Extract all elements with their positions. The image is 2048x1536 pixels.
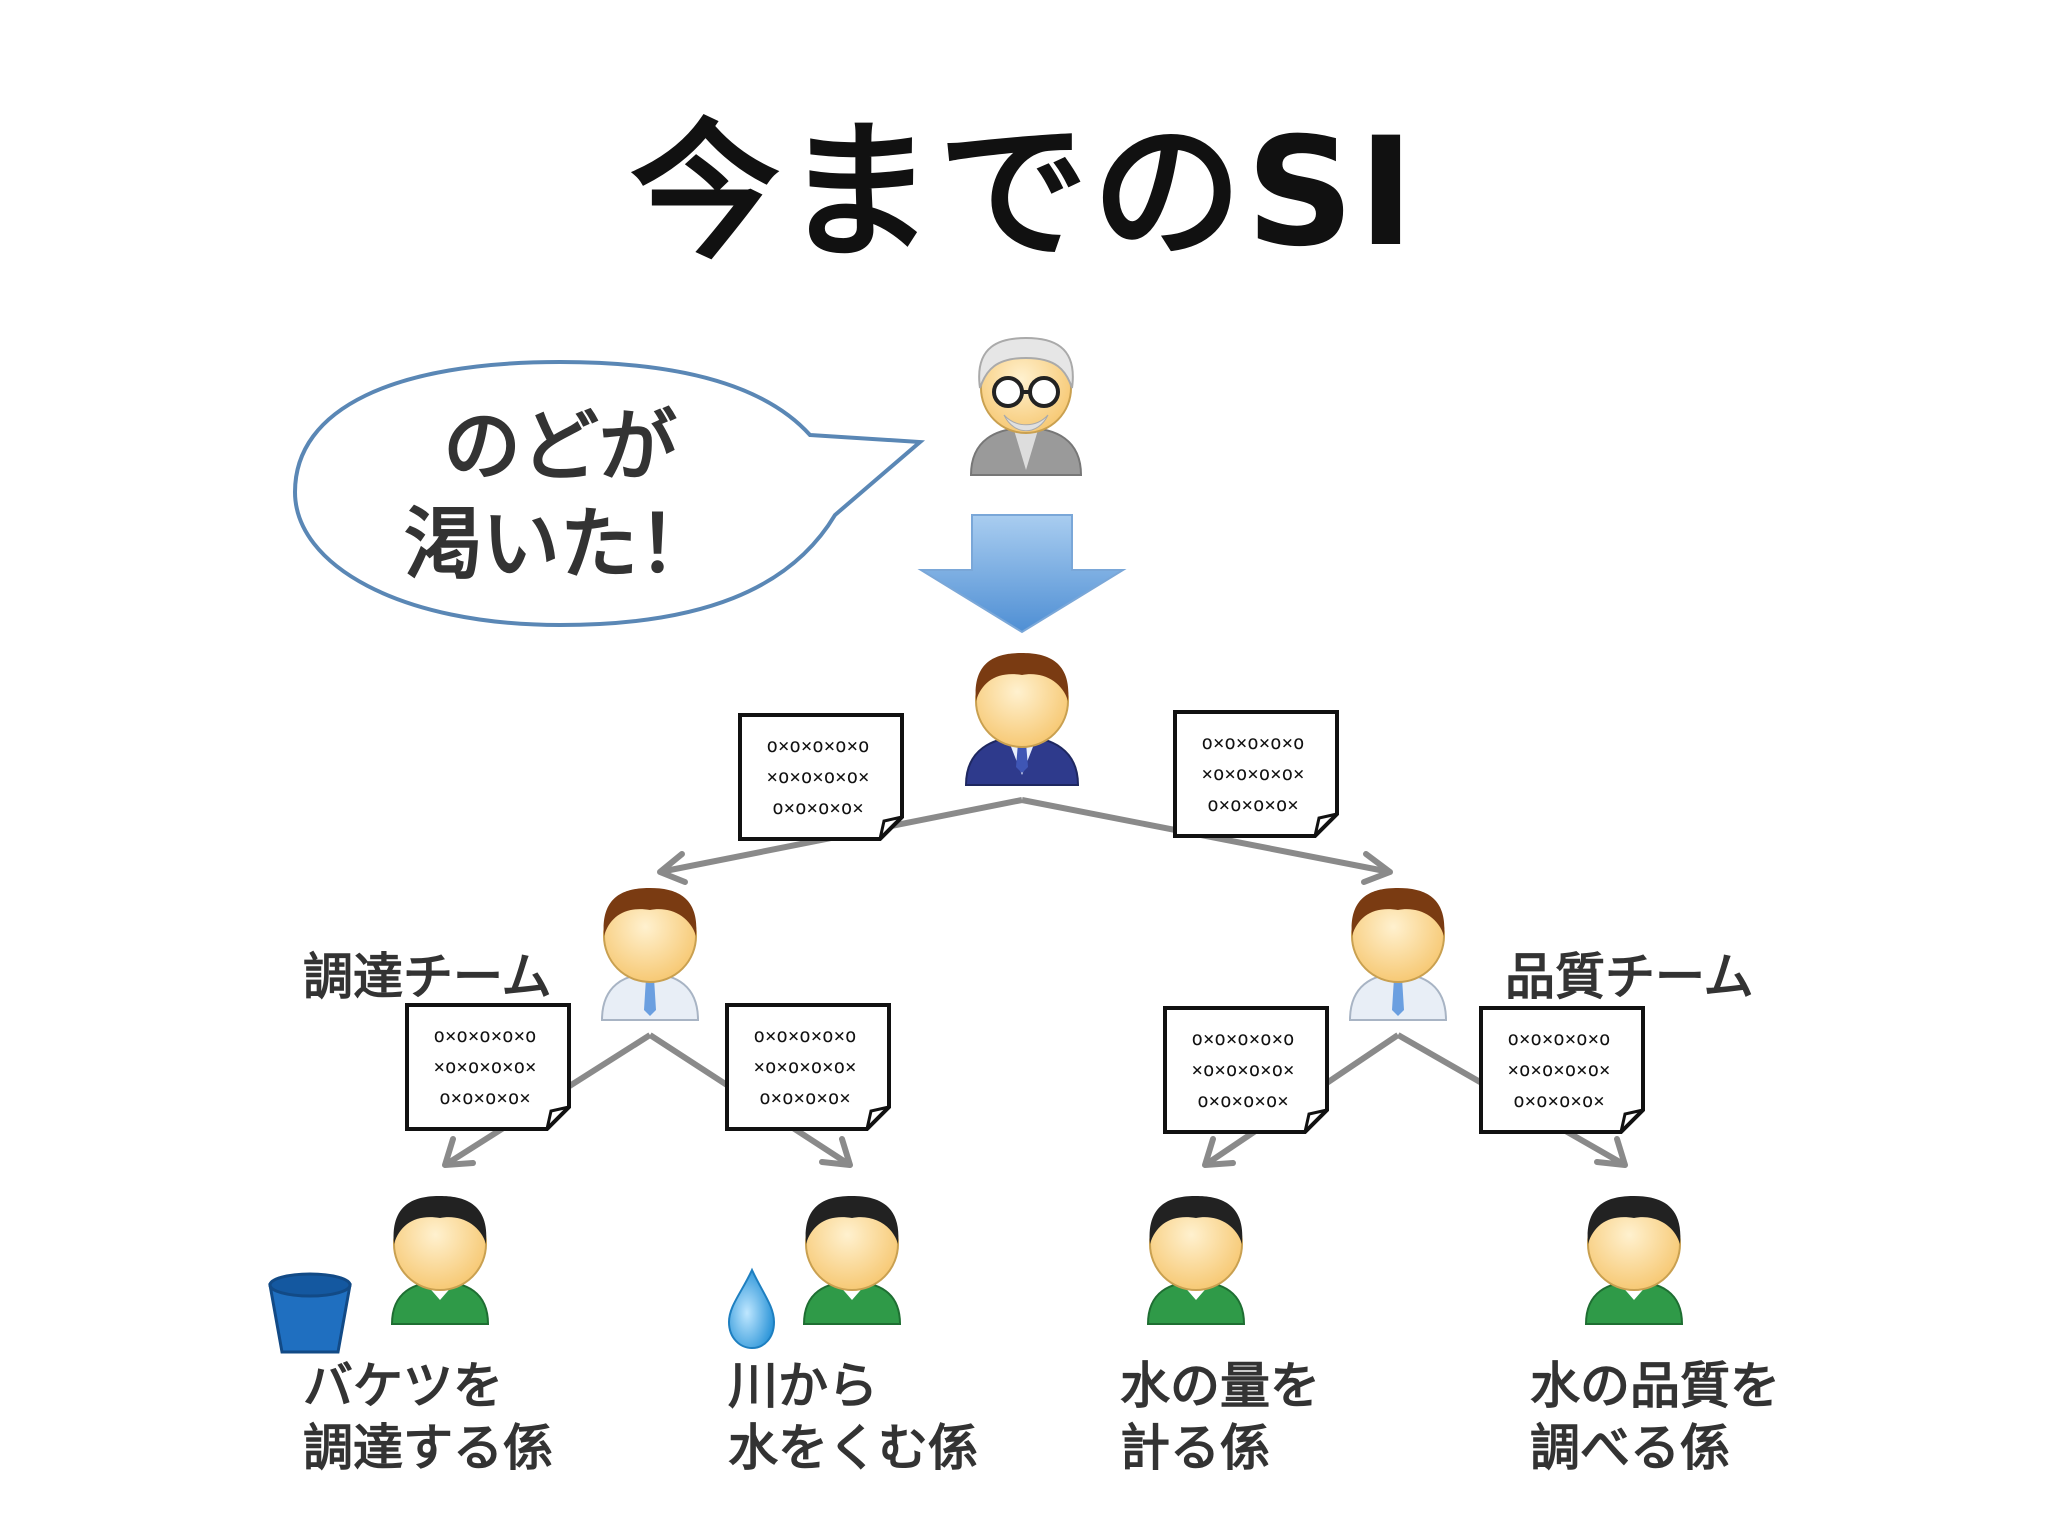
document-card: o×o×o×o×o ×o×o×o×o× o×o×o×o× xyxy=(1173,710,1341,838)
document-icon xyxy=(738,713,904,841)
water-drop-icon xyxy=(727,1267,776,1350)
document-line: ×o×o×o×o× xyxy=(766,766,870,788)
role-label: バケツを 調達する係 xyxy=(303,1355,553,1479)
worker-icon xyxy=(390,1196,490,1325)
role-line: バケツを xyxy=(303,1357,503,1415)
document-line: ×o×o×o×o× xyxy=(433,1056,537,1078)
bucket-icon xyxy=(268,1272,352,1354)
team-label-quality: 品質チーム xyxy=(1505,948,1754,1006)
document-line: o×o×o×o× xyxy=(772,797,864,819)
document-line: o×o×o×o×o xyxy=(1191,1028,1295,1050)
role-label: 水の量を 計る係 xyxy=(1120,1355,1320,1479)
role-line: 調べる係 xyxy=(1530,1419,1730,1477)
old-man-icon xyxy=(969,336,1083,476)
manager-icon xyxy=(964,653,1080,786)
document-icon xyxy=(725,1003,891,1131)
document-line: o×o×o×o×o xyxy=(433,1025,537,1047)
role-line: 川から xyxy=(728,1357,878,1415)
document-card: o×o×o×o×o ×o×o×o×o× o×o×o×o× xyxy=(1479,1006,1647,1134)
document-line: ×o×o×o×o× xyxy=(1191,1059,1295,1081)
page-title: 今までのSI xyxy=(630,106,1418,280)
document-line: o×o×o×o× xyxy=(439,1087,531,1109)
team-label-procurement: 調達チーム xyxy=(303,948,552,1006)
worker-icon xyxy=(802,1196,902,1325)
document-line: o×o×o×o×o xyxy=(1201,732,1305,754)
role-line: 調達する係 xyxy=(303,1419,553,1477)
speech-bubble-text: のどが 渇いた！ xyxy=(380,398,740,594)
role-line: 水の品質を xyxy=(1530,1357,1780,1415)
document-line: o×o×o×o× xyxy=(1207,794,1299,816)
role-line: 計る係 xyxy=(1120,1419,1270,1477)
team-lead-icon xyxy=(1348,888,1448,1021)
document-card: o×o×o×o×o ×o×o×o×o× o×o×o×o× xyxy=(738,713,906,841)
role-label: 水の品質を 調べる係 xyxy=(1530,1355,1780,1479)
role-line: 水をくむ係 xyxy=(728,1419,978,1477)
document-line: o×o×o×o× xyxy=(1513,1090,1605,1112)
document-line: o×o×o×o×o xyxy=(766,735,870,757)
document-line: ×o×o×o×o× xyxy=(1201,763,1305,785)
document-line: o×o×o×o× xyxy=(759,1087,851,1109)
document-icon xyxy=(1479,1006,1645,1134)
document-icon xyxy=(1163,1006,1329,1134)
document-card: o×o×o×o×o ×o×o×o×o× o×o×o×o× xyxy=(1163,1006,1331,1134)
role-line: 水の量を xyxy=(1120,1357,1320,1415)
speech-line-2: 渇いた！ xyxy=(403,500,716,590)
document-line: o×o×o×o× xyxy=(1197,1090,1289,1112)
worker-icon xyxy=(1584,1196,1684,1325)
document-line: ×o×o×o×o× xyxy=(1507,1059,1611,1081)
worker-icon xyxy=(1146,1196,1246,1325)
document-card: o×o×o×o×o ×o×o×o×o× o×o×o×o× xyxy=(405,1003,573,1131)
document-icon xyxy=(405,1003,571,1131)
speech-line-1: のどが xyxy=(442,402,677,492)
document-card: o×o×o×o×o ×o×o×o×o× o×o×o×o× xyxy=(725,1003,893,1131)
document-line: ×o×o×o×o× xyxy=(753,1056,857,1078)
role-label: 川から 水をくむ係 xyxy=(728,1355,978,1479)
team-lead-icon xyxy=(600,888,700,1021)
document-icon xyxy=(1173,710,1339,838)
document-line: o×o×o×o×o xyxy=(753,1025,857,1047)
down-arrow-icon xyxy=(917,514,1127,634)
speech-bubble xyxy=(292,359,926,628)
document-line: o×o×o×o×o xyxy=(1507,1028,1611,1050)
